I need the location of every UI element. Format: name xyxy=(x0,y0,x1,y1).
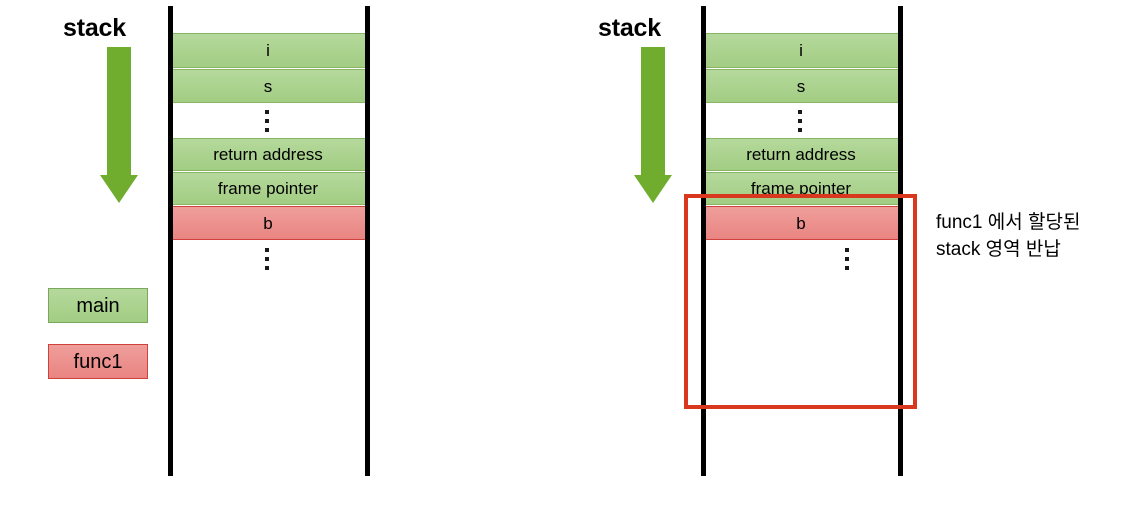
vertical-ellipsis-icon-right-top xyxy=(797,110,802,132)
stack-cell-s-right: s xyxy=(703,69,899,103)
stack-cell-i-right: i xyxy=(703,33,899,74)
stack-cell-frame-pointer-right: frame pointer xyxy=(703,172,899,205)
stack-cell-i-left: i xyxy=(170,33,366,74)
stack-label-right: stack xyxy=(598,14,661,42)
stack-cell-return-address-right: return address xyxy=(703,138,899,171)
stack-label-left: stack xyxy=(63,14,126,42)
stack-cell-label: return address xyxy=(213,145,323,164)
stack-cell-frame-pointer-left: frame pointer xyxy=(170,172,366,205)
stack-cell-label: s xyxy=(263,76,273,96)
stack-rail-left-outer xyxy=(168,6,173,476)
stack-cell-b-right: b xyxy=(703,206,899,240)
stack-cell-label: return address xyxy=(746,145,856,164)
legend-item-func1: func1 xyxy=(48,344,148,379)
stack-cell-label: i xyxy=(266,41,270,60)
reclaimed-stack-highlight xyxy=(684,194,917,409)
stack-cell-label: frame pointer xyxy=(217,179,319,198)
stack-cell-label: i xyxy=(799,41,803,60)
stack-rail-right-inner xyxy=(898,6,903,476)
stack-cell-label: b xyxy=(263,213,273,233)
stack-rail-left-inner xyxy=(365,6,370,476)
legend-item-main: main xyxy=(48,288,148,323)
stack-rail-right-outer xyxy=(701,6,706,476)
reclaim-annotation: func1 에서 할당된 stack 영역 반납 xyxy=(936,212,1081,260)
legend-item-label: main xyxy=(76,294,120,317)
legend-item-label: func1 xyxy=(73,350,123,373)
stack-cell-s-left: s xyxy=(170,69,366,103)
vertical-ellipsis-icon-right-bottom xyxy=(844,248,849,270)
stack-cell-return-address-left: return address xyxy=(170,138,366,171)
stack-cell-label: s xyxy=(796,76,806,96)
down-arrow-icon-left xyxy=(100,47,138,203)
vertical-ellipsis-icon-left-bottom xyxy=(264,248,269,270)
vertical-ellipsis-icon-left-top xyxy=(264,110,269,132)
down-arrow-icon-right xyxy=(634,47,672,203)
stack-cell-label: frame pointer xyxy=(750,179,852,198)
stack-cell-b-left: b xyxy=(170,206,366,240)
stack-cell-label: b xyxy=(796,213,806,233)
